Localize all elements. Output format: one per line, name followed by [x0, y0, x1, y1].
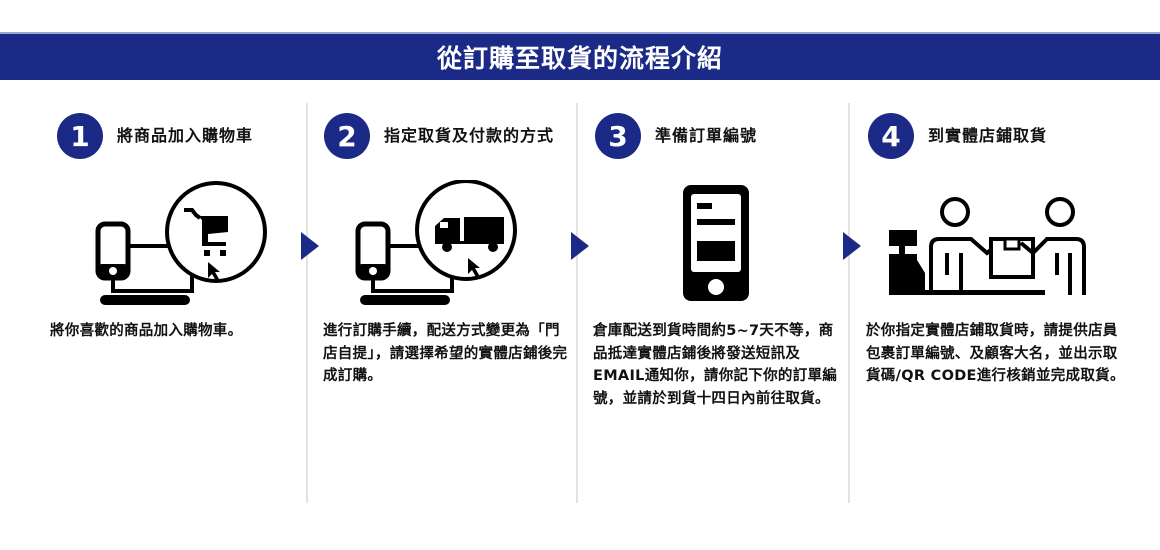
step-header: 4 到實體店鋪取貨	[868, 113, 1108, 159]
step-header: 3 準備訂單編號	[595, 113, 835, 159]
step-number-badge: 1	[57, 113, 103, 159]
step-title: 指定取貨及付款的方式	[384, 126, 555, 145]
column-divider	[576, 103, 578, 503]
step-title: 準備訂單編號	[655, 126, 758, 145]
column-divider	[848, 103, 850, 503]
step-description: 進行訂購手續，配送方式變更為「門店自提」，請選擇希望的實體店鋪後完成訂購。	[323, 323, 568, 384]
column-divider	[306, 103, 308, 503]
step-title: 到實體店鋪取貨	[928, 126, 1048, 145]
step-description: 倉庫配送到貨時間約5~7天不等，商品抵達實體店鋪後將發送短訊及EMAIL通知你，…	[593, 323, 838, 407]
step-description: 將你喜歡的商品加入購物車。	[50, 323, 243, 339]
next-arrow-icon	[571, 232, 589, 260]
step-header: 1 將商品加入購物車	[57, 113, 297, 159]
next-arrow-icon	[843, 232, 861, 260]
header-banner: 從訂購至取貨的流程介紹	[0, 32, 1160, 80]
page-title: 從訂購至取貨的流程介紹	[436, 44, 723, 73]
phone-laptop-truck-icon	[355, 180, 517, 305]
step-number-badge: 2	[324, 113, 370, 159]
step-number-badge: 4	[868, 113, 914, 159]
next-arrow-icon	[301, 232, 319, 260]
step-number-badge: 3	[595, 113, 641, 159]
store-pickup-handover-icon	[889, 197, 1086, 295]
step-description: 於你指定實體店鋪取貨時，請提供店員包裹訂單編號、及顧客大名，並出示取貨碼/QR …	[866, 323, 1125, 384]
step-header: 2 指定取貨及付款的方式	[324, 113, 564, 159]
phone-laptop-cart-icon	[95, 181, 267, 305]
step-title: 將商品加入購物車	[117, 126, 254, 145]
smartphone-order-icon	[683, 185, 749, 301]
